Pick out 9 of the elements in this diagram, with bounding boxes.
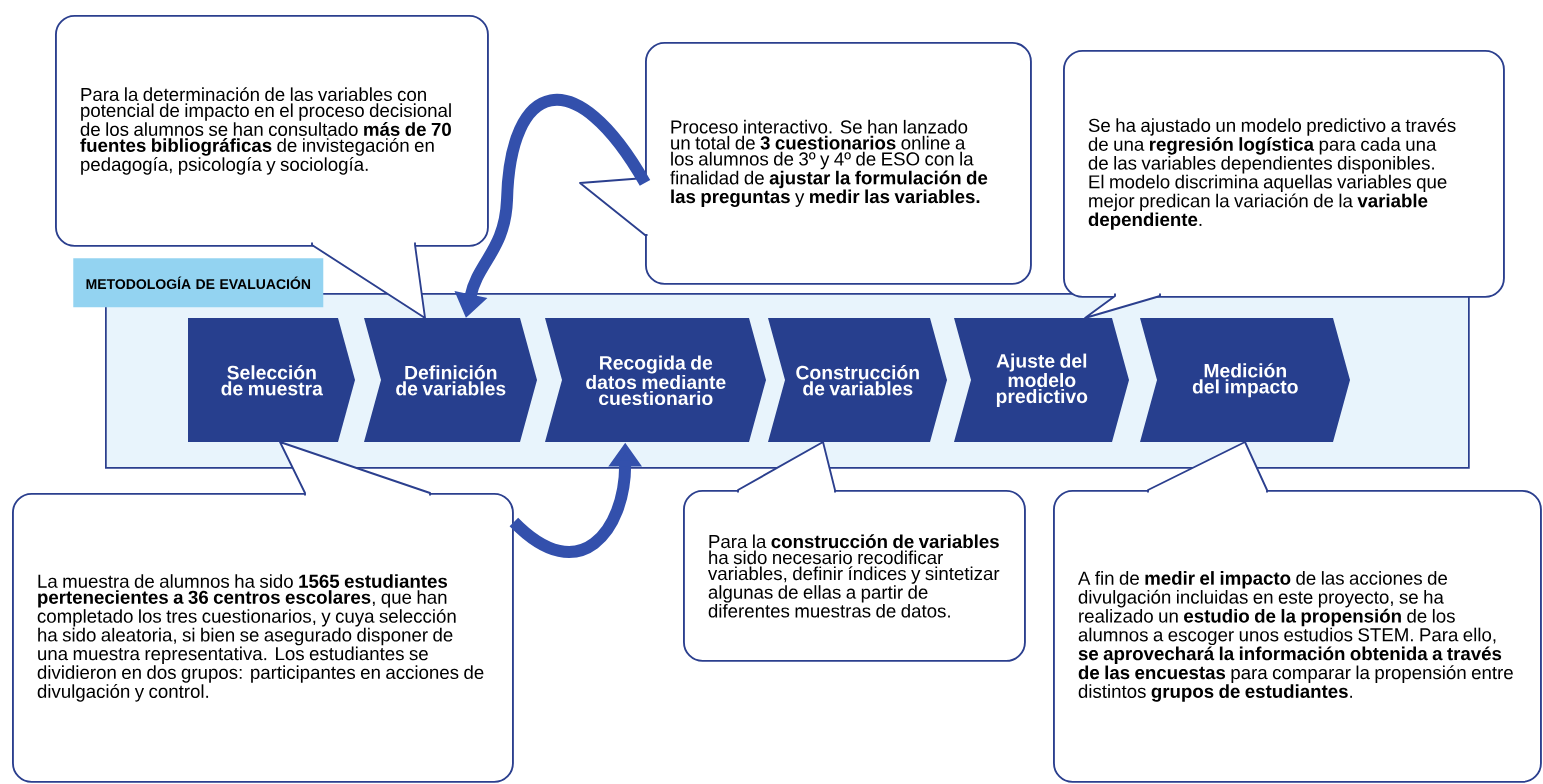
speech-bubble: Proceso interactivo. Se han lanzado un total de 3 cuestionarios online a los alumnos de 3º y 4º de ESO con la finalidad de ajustar la formulación de las preguntas y medir las variables. [579, 42, 1032, 285]
chevron-step: Selección de muestra [188, 318, 355, 442]
speech-bubble: La muestra de alumnos ha sido 1565 estudiantes pertenecientes a 36 centros escolares, que han completado los tres cuestionarios, y cuya selección ha sido aleatoria, si bien se asegurado disponer de una muestra representativa. Los estudiantes se dividieron en dos grupos: participantes en acciones de divulgación y control. [12, 441, 514, 783]
speech-bubble: Para la construcción de variables ha sido necesario recodificar variables, definir índices y sintetizar algunas de ellas a partir de diferentes muestras de datos. [683, 441, 1026, 662]
node-label: METODOLOGÍA DE EVALUACIÓN [86, 276, 311, 290]
speech-bubble: Se ha ajustado un modelo predictivo a través de una regresión logística para cada una de las variables dependientes disponibles. El modelo discrimina aquellas variables que mejor predican la variación de la variable dependiente. [1063, 50, 1505, 319]
chevron-step: Recogida de datos mediante cuestionario [545, 318, 766, 442]
speech-bubble: A fin de medir el impacto de las acciones de divulgación incluidas en este proyecto, se ha realizado un estudio de la propensión de los alumnos a escoger unos estudios STEM. Para ello, se aprovechará la información obtenida a través de las encuestas para comparar la propensión entre distintos grupos de estudiantes. [1053, 441, 1542, 783]
chevron-step: Medición del impacto [1140, 318, 1350, 442]
